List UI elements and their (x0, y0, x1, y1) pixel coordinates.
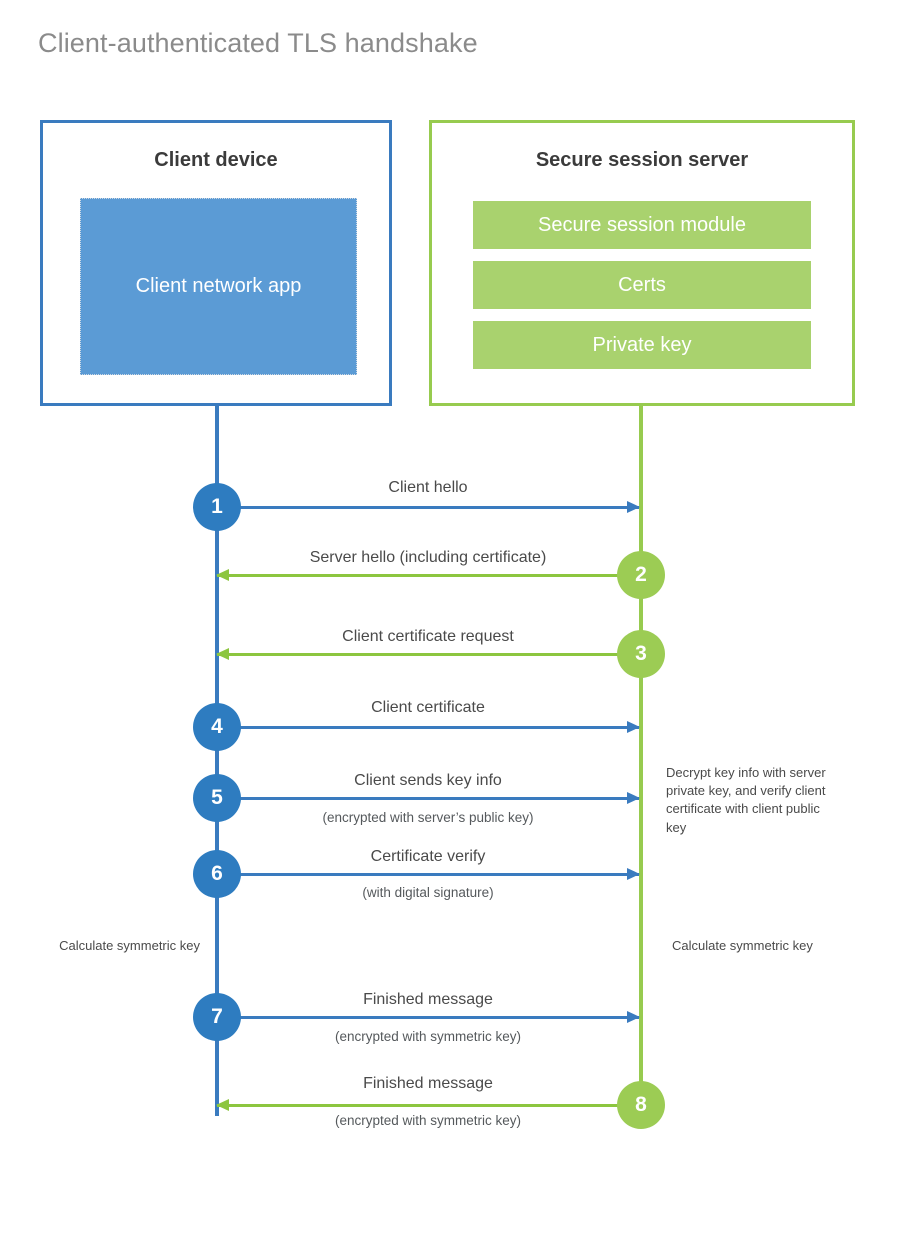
step-2-label: Server hello (including certificate) (309, 549, 547, 566)
step-7-label: Finished message (363, 991, 493, 1008)
arrowhead-right-icon (627, 792, 640, 804)
step-1-circle[interactable]: 1 (193, 483, 241, 531)
server-lifeline (639, 403, 643, 1105)
step-6-circle[interactable]: 6 (193, 850, 241, 898)
step-6-label: Certificate verify (370, 848, 486, 865)
step-3-label: Client certificate request (342, 628, 514, 645)
secure-session-server-title: Secure session server (535, 149, 749, 171)
step-4-label: Client certificate (371, 699, 485, 716)
arrowhead-left-icon (216, 569, 229, 581)
step-7-sublabel: (encrypted with symmetric key) (334, 1029, 522, 1044)
page-title: Client-authenticated TLS handshake (38, 28, 478, 58)
client-network-app-block: Client network app (80, 198, 357, 375)
step-5-label: Client sends key info (354, 772, 502, 789)
step-2-arrow (216, 569, 639, 581)
client-lifeline (215, 403, 219, 1116)
step-6-sublabel: (with digital signature) (362, 885, 494, 900)
server-module-private-key: Private key (473, 321, 811, 369)
client-device-title: Client device (154, 149, 278, 171)
step-1-label: Client hello (388, 479, 468, 496)
step-2-circle[interactable]: 2 (617, 551, 665, 599)
server-modules-list: Secure session module Certs Private key (473, 201, 811, 381)
step-5-sublabel: (encrypted with server’s public key) (322, 810, 534, 825)
step-4-arrow (217, 721, 640, 733)
step-4-circle[interactable]: 4 (193, 703, 241, 751)
arrowhead-left-icon (216, 1099, 229, 1111)
arrowhead-right-icon (627, 721, 640, 733)
step-8-label: Finished message (363, 1075, 493, 1092)
server-decrypt-note: Decrypt key info with server private key… (666, 765, 826, 835)
step-5-arrow (217, 792, 640, 804)
arrowhead-right-icon (627, 501, 640, 513)
step-1-arrow (217, 501, 640, 513)
server-calculate-symmetric-key-note: Calculate symmetric key (672, 938, 813, 953)
step-5-circle[interactable]: 5 (193, 774, 241, 822)
step-8-sublabel: (encrypted with symmetric key) (334, 1113, 522, 1128)
secure-session-server-box: Secure session server Secure session mod… (429, 120, 855, 406)
arrowhead-right-icon (627, 868, 640, 880)
step-3-arrow (216, 648, 639, 660)
arrowhead-right-icon (627, 1011, 640, 1023)
step-3-circle[interactable]: 3 (617, 630, 665, 678)
step-8-arrow (216, 1099, 639, 1111)
step-8-circle[interactable]: 8 (617, 1081, 665, 1129)
server-module-secure-session-module: Secure session module (473, 201, 811, 249)
arrowhead-left-icon (216, 648, 229, 660)
client-device-box: Client device Client network app (40, 120, 392, 406)
step-7-circle[interactable]: 7 (193, 993, 241, 1041)
server-module-certs: Certs (473, 261, 811, 309)
step-6-arrow (217, 868, 640, 880)
client-calculate-symmetric-key-note: Calculate symmetric key (59, 938, 200, 953)
step-7-arrow (217, 1011, 640, 1023)
